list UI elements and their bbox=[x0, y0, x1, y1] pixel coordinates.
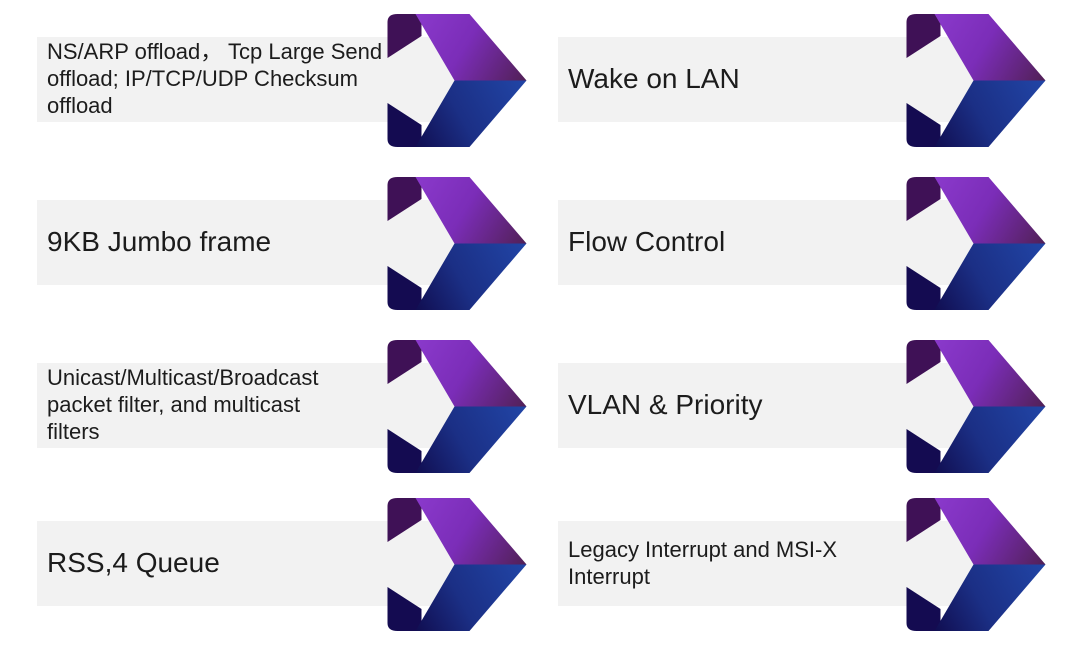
feature-label: Legacy Interrupt and MSI-X Interrupt bbox=[568, 536, 838, 589]
feature-item: Flow Control bbox=[558, 175, 1068, 312]
chevron-arrow-icon bbox=[906, 498, 1046, 631]
feature-label: NS/ARP offload， Tcp Large Send offload; … bbox=[47, 39, 383, 118]
feature-item: RSS,4 Queue bbox=[37, 496, 547, 633]
chevron-arrow-icon bbox=[387, 14, 527, 147]
feature-label: Unicast/Multicast/Broadcast packet filte… bbox=[47, 365, 319, 444]
feature-label: 9KB Jumbo frame bbox=[47, 226, 272, 258]
feature-item: NS/ARP offload， Tcp Large Send offload; … bbox=[37, 12, 547, 149]
chevron-arrow-icon bbox=[387, 340, 527, 473]
chevron-arrow-icon bbox=[906, 340, 1046, 473]
feature-label-bar: Unicast/Multicast/Broadcast packet filte… bbox=[37, 363, 458, 448]
feature-label: VLAN & Priority bbox=[568, 389, 763, 421]
feature-label: Flow Control bbox=[568, 226, 726, 258]
chevron-arrow-icon bbox=[906, 177, 1046, 310]
feature-label: RSS,4 Queue bbox=[47, 547, 220, 579]
feature-item: Legacy Interrupt and MSI-X Interrupt bbox=[558, 496, 1068, 633]
feature-item: VLAN & Priority bbox=[558, 338, 1068, 475]
chevron-arrow-icon bbox=[387, 498, 527, 631]
chevron-arrow-icon bbox=[387, 177, 527, 310]
feature-item: 9KB Jumbo frame bbox=[37, 175, 547, 312]
chevron-arrow-icon bbox=[906, 14, 1046, 147]
feature-label: Wake on LAN bbox=[568, 63, 740, 95]
feature-item: Unicast/Multicast/Broadcast packet filte… bbox=[37, 338, 547, 475]
feature-item: Wake on LAN bbox=[558, 12, 1068, 149]
